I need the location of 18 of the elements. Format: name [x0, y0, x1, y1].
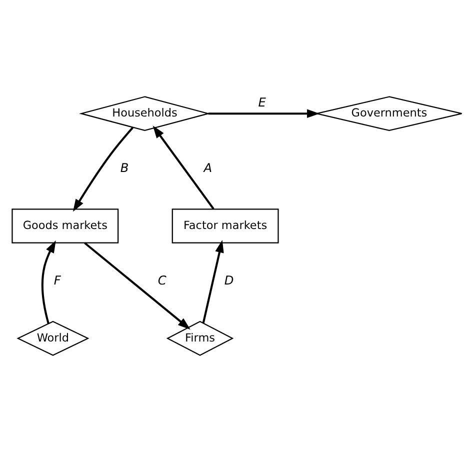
arrow	[84, 242, 190, 330]
node-diamond: World	[16, 320, 90, 356]
edge-label: D	[224, 272, 234, 287]
node-diamond: Firms	[166, 320, 234, 356]
node-diamond: Governments	[316, 96, 462, 131]
node-box: Factor markets	[172, 208, 279, 243]
node-box: Goods markets	[12, 208, 119, 243]
arrow	[202, 239, 224, 323]
edge-label: F	[54, 272, 61, 287]
arrow	[208, 108, 320, 118]
arrow	[72, 126, 134, 212]
edge-label: E	[258, 94, 266, 109]
arrow	[152, 125, 214, 209]
edge-label: C	[158, 272, 166, 287]
edge-label: A	[204, 160, 212, 175]
node-diamond: Households	[79, 96, 210, 131]
edge-label: B	[120, 160, 129, 175]
arrow	[41, 240, 56, 324]
